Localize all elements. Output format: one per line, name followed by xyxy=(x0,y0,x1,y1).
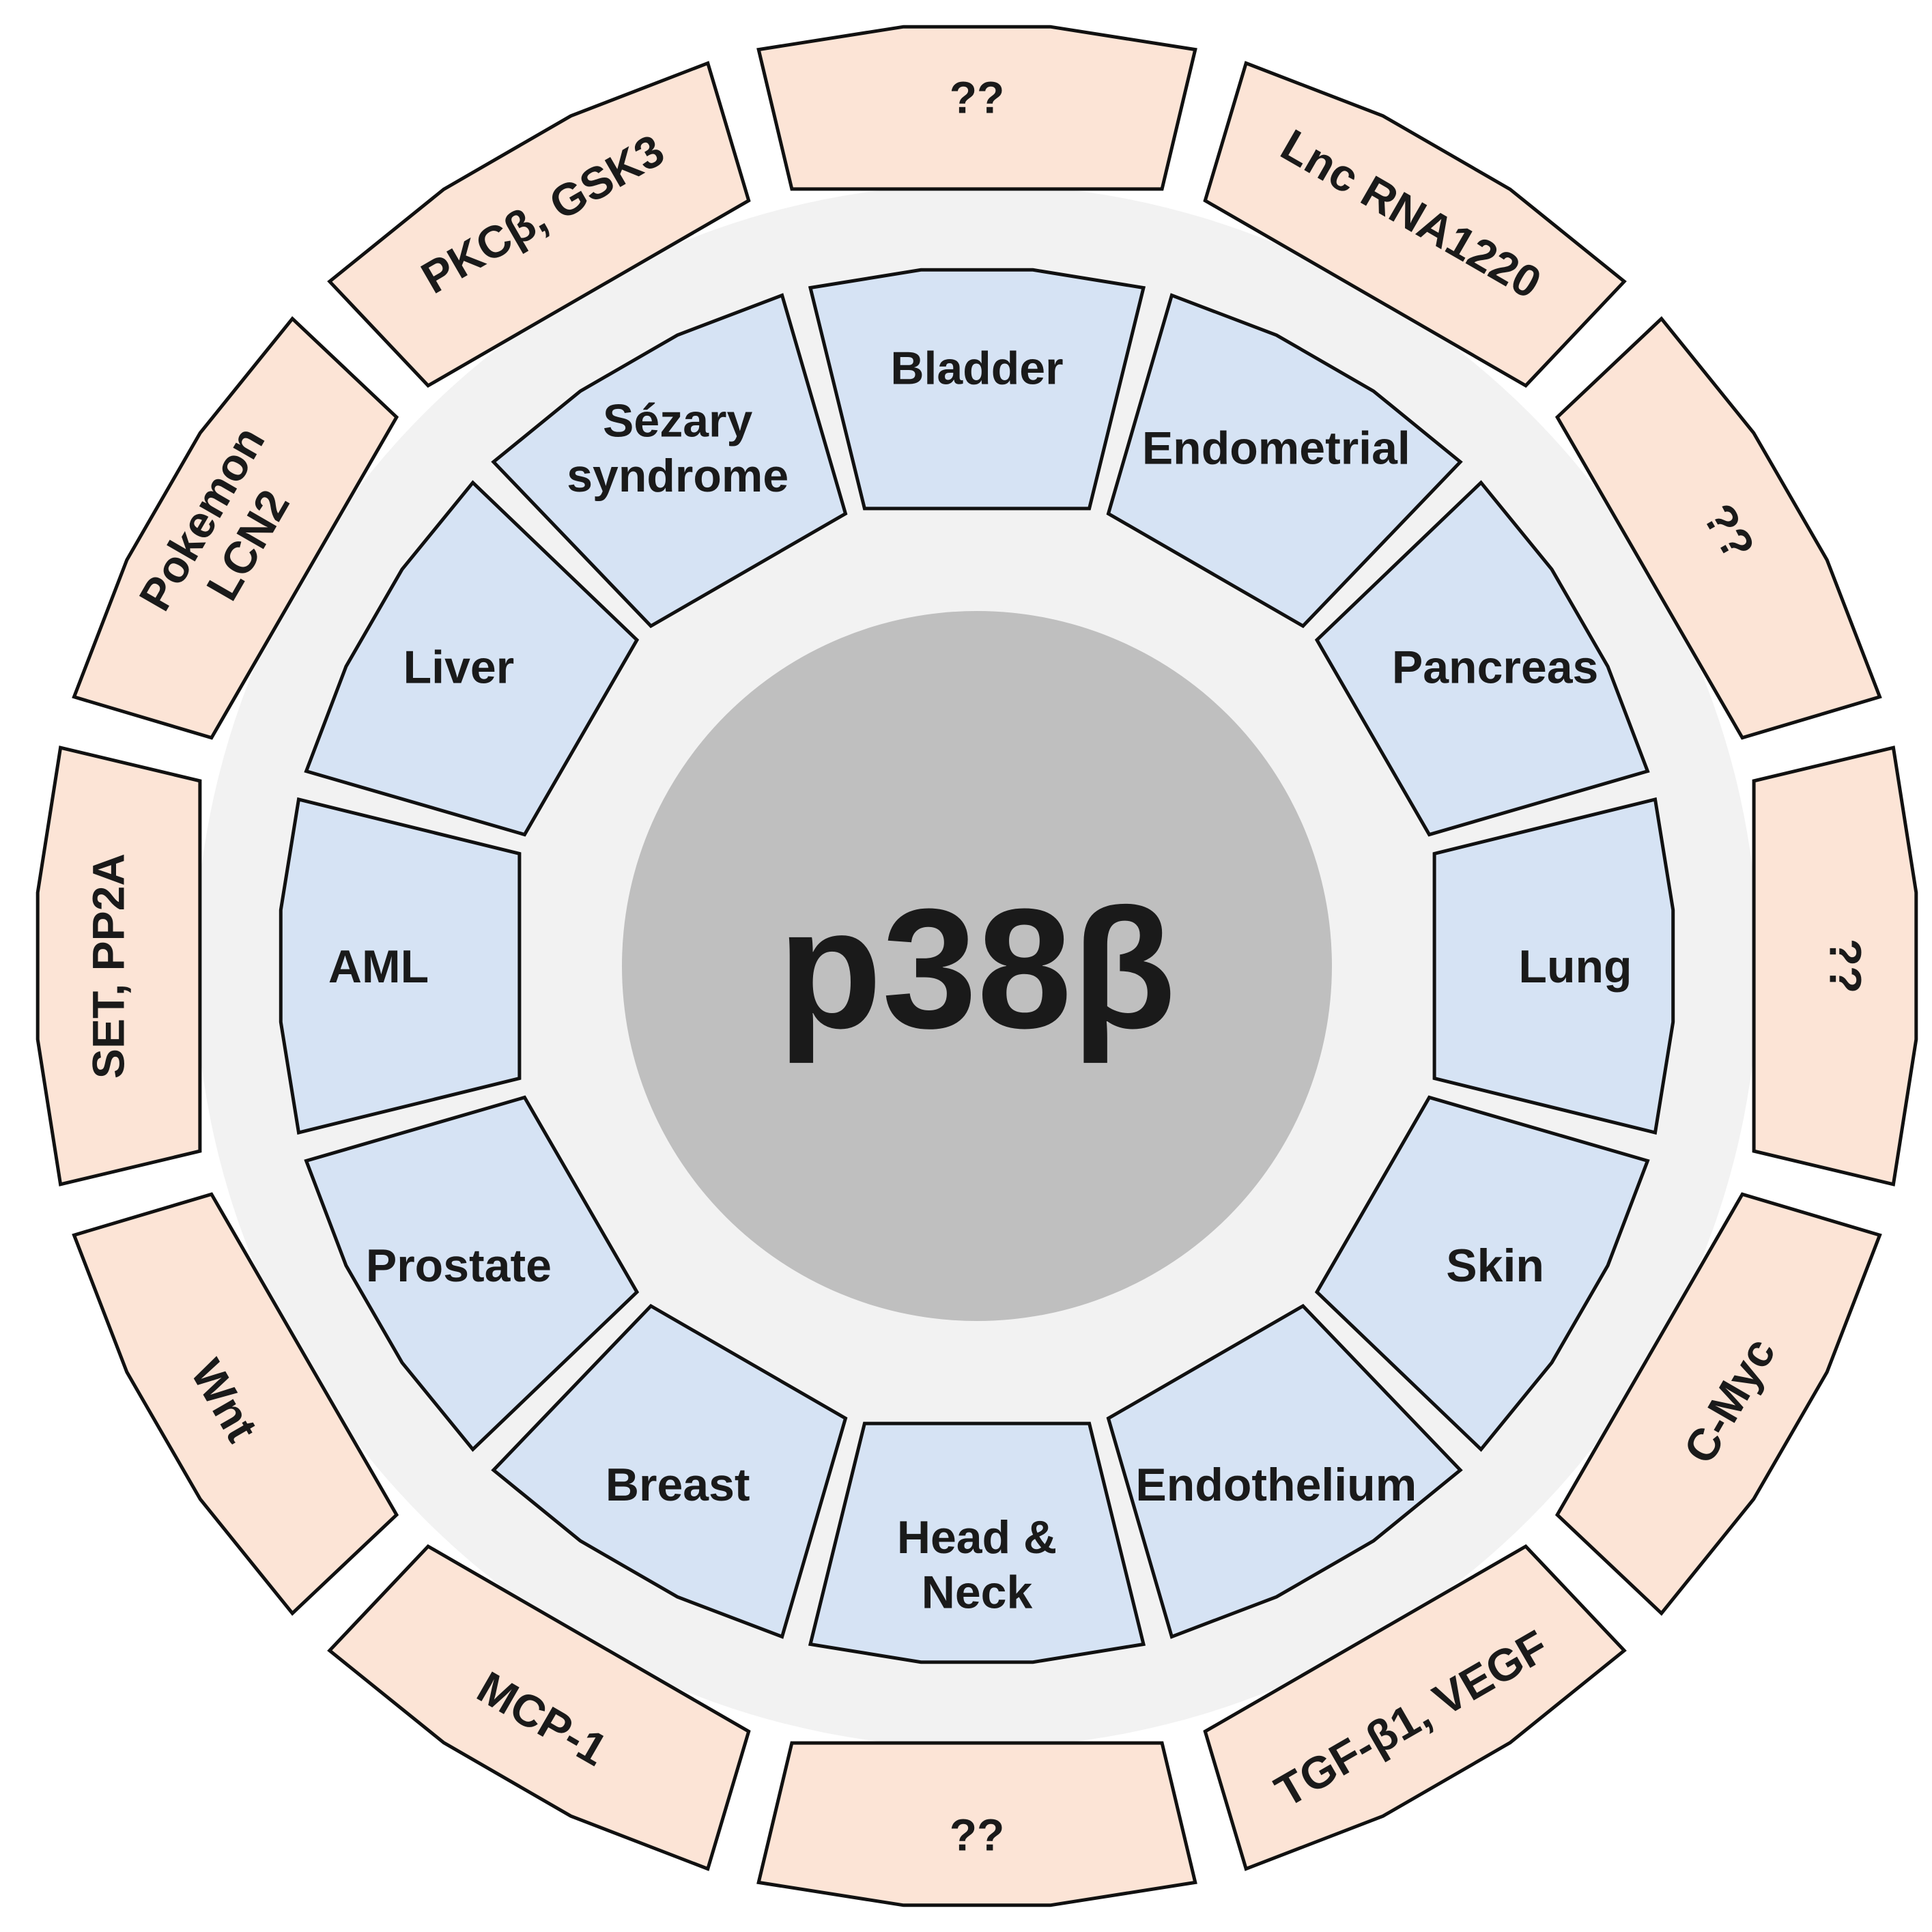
outer-segment-label: ?? xyxy=(950,72,1005,123)
outer-segment xyxy=(1554,316,1882,740)
inner-segment-label: Liver xyxy=(403,642,515,694)
inner-ring-segments: BladderEndometrialPancreasLungSkinEndoth… xyxy=(279,268,1675,1664)
outer-segment xyxy=(327,1544,751,1871)
inner-segment-label: Endothelium xyxy=(1135,1459,1417,1511)
inner-segment xyxy=(491,1303,848,1639)
outer-segment xyxy=(1752,745,1918,1187)
outer-segment-label: SET, PP2A xyxy=(83,853,134,1079)
inner-segment xyxy=(1314,1095,1650,1452)
outer-segment xyxy=(35,745,202,1187)
inner-segment-label: Pancreas xyxy=(1392,642,1598,694)
center-disc xyxy=(622,611,1332,1321)
inner-segment-label: Prostate xyxy=(366,1240,552,1292)
outer-segment xyxy=(327,61,751,388)
inner-segment-label: Head &Neck xyxy=(897,1511,1057,1618)
inner-segment xyxy=(1106,1303,1463,1639)
inner-segment xyxy=(808,1421,1146,1664)
inner-segment xyxy=(1432,797,1675,1135)
inner-segment xyxy=(808,268,1146,511)
outer-segment xyxy=(72,1192,399,1616)
outer-segment xyxy=(756,1741,1197,1907)
outer-segment-label: ?? xyxy=(1820,939,1871,994)
outer-segment xyxy=(72,316,399,740)
inner-segment xyxy=(304,1095,640,1452)
inner-segment xyxy=(491,293,848,629)
inner-segment-label: Skin xyxy=(1446,1240,1544,1292)
inner-segment-label: AML xyxy=(328,941,429,993)
inner-segment xyxy=(1106,293,1463,629)
inner-segment xyxy=(1314,480,1650,837)
outer-segment xyxy=(1203,1544,1627,1871)
center-label: p38β xyxy=(778,873,1176,1064)
outer-segment-label: ?? xyxy=(950,1810,1005,1860)
inner-segment-label: Breast xyxy=(606,1459,750,1511)
inner-segment-label: Bladder xyxy=(890,342,1063,394)
inner-segment xyxy=(304,480,640,837)
inner-segment xyxy=(279,797,522,1135)
outer-segment xyxy=(1203,61,1627,388)
inner-segment-label: Lung xyxy=(1518,941,1632,993)
outer-segment xyxy=(1554,1192,1882,1616)
inner-segment-label: Endometrial xyxy=(1142,423,1410,474)
outer-segment xyxy=(756,25,1197,191)
